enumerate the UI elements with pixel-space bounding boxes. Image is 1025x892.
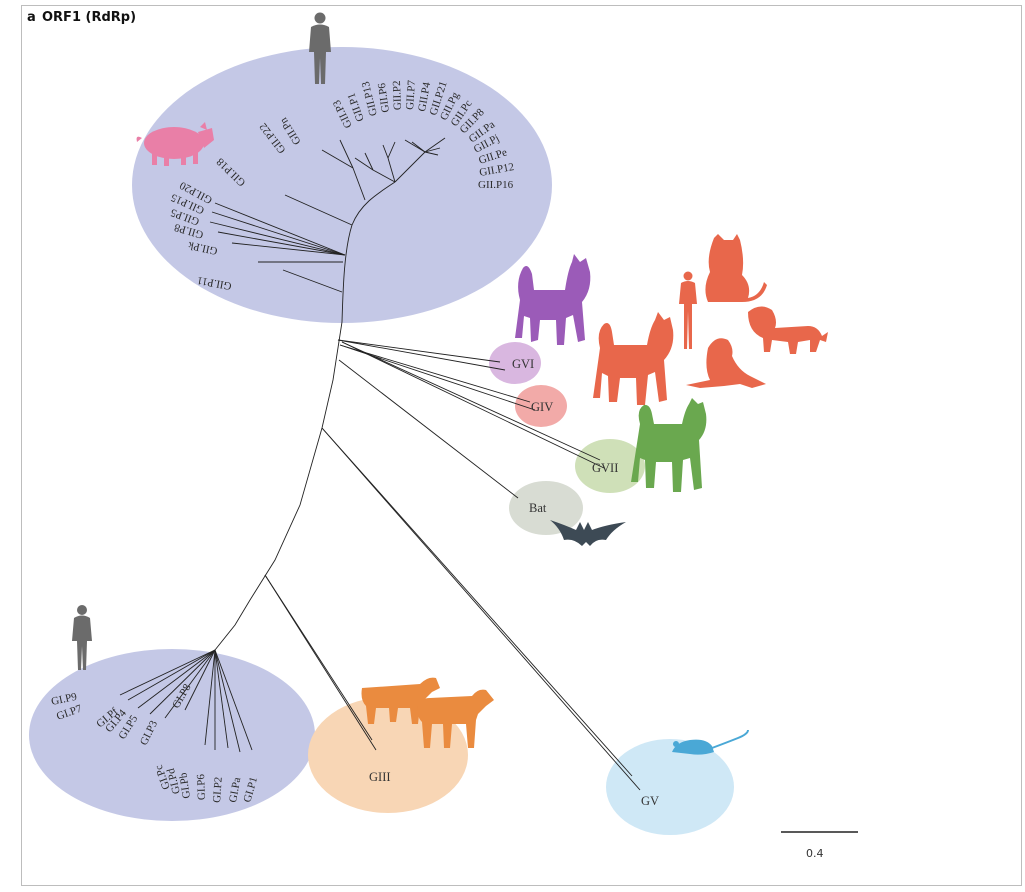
gii-leaf-label: GII.P16	[478, 179, 514, 191]
cat-icon	[705, 234, 767, 302]
gii-leaf-label: GII.P7	[404, 79, 418, 110]
gii-leaf-label: GII.P4	[416, 81, 433, 113]
gii-leaf-label: GII.P6	[376, 82, 392, 114]
gi-leaf-label: GI.P9	[50, 691, 78, 708]
dog-icon	[515, 254, 591, 345]
sheep-icon	[417, 689, 494, 748]
group-ellipses	[29, 47, 734, 835]
panel-title: ORF1 (RdRp)	[42, 10, 136, 25]
human-icon	[309, 12, 331, 84]
scale-bar-label: 0.4	[806, 847, 824, 860]
label-gv: GV	[641, 794, 659, 808]
cow-icon	[361, 677, 440, 724]
giv-ellipse	[515, 385, 567, 427]
panel-label: a	[27, 10, 36, 25]
label-gvi: GVI	[512, 357, 534, 371]
label-giii: GIII	[369, 770, 391, 784]
panel-border	[21, 5, 1022, 886]
gii-leaf-label: GII.P2	[391, 80, 404, 110]
sea-lion-icon	[686, 338, 766, 388]
tree-branches	[119, 137, 641, 791]
gi-leaf-label: GI.Pa	[227, 776, 243, 803]
lion-icon	[748, 306, 828, 354]
bat-ellipse	[509, 481, 583, 535]
gvi-ellipse	[489, 342, 541, 384]
label-bat: Bat	[529, 501, 547, 515]
dog-icon	[593, 312, 674, 405]
human-icon	[72, 605, 92, 670]
dog-icon	[631, 398, 707, 492]
gii-ellipse	[132, 47, 552, 323]
gi-leaf-label: GI.P6	[195, 773, 208, 800]
label-gvii: GVII	[592, 461, 618, 475]
pig-icon	[136, 122, 214, 166]
gi-leaf-label: GI.P2	[211, 776, 225, 803]
bat-icon	[550, 520, 626, 546]
gvii-ellipse	[575, 439, 645, 493]
human-icon	[679, 271, 697, 349]
gv-ellipse	[606, 739, 734, 835]
gi-leaf-label: GI.Pb	[177, 771, 193, 799]
gii-leaf-label: GII.P11	[196, 274, 232, 292]
gi-ellipse	[29, 649, 315, 821]
label-giv: GIV	[531, 400, 553, 414]
mouse-icon	[672, 729, 749, 755]
